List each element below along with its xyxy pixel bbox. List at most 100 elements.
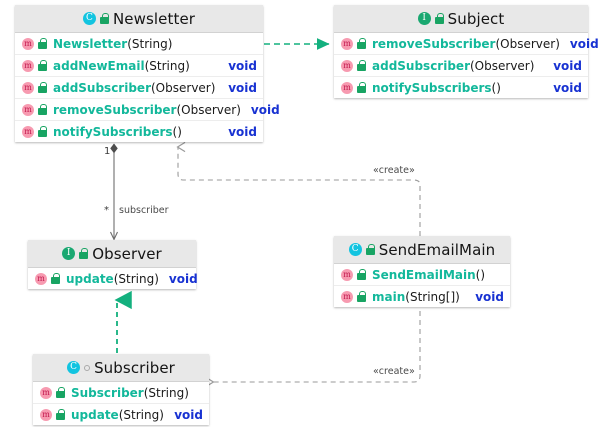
member-list-subscriber: m Subscriber (String) m update (String) … [33, 382, 209, 425]
member-type: void [228, 80, 257, 95]
member-type: void [569, 36, 599, 51]
create-label-newsletter: «create» [373, 165, 415, 176]
method-icon: m [341, 290, 353, 303]
method-icon: m [341, 59, 353, 72]
member-params: () [491, 80, 501, 95]
class-box-newsletter[interactable]: C Newsletter m Newsletter (String) m add… [15, 5, 280, 142]
method-icon: m [22, 37, 34, 50]
member-row[interactable]: m SendEmailMain () [334, 264, 510, 286]
member-type: void [174, 407, 203, 422]
member-row[interactable]: m Subscriber (String) [33, 382, 209, 404]
member-params: (Observer) [470, 58, 535, 73]
member-params: () [475, 267, 486, 282]
member-list-sendemailmain: m SendEmailMain () m main (String[]) voi… [334, 264, 510, 307]
member-params: (String[]) [405, 289, 460, 304]
class-title: Subscriber [94, 358, 175, 377]
lock-icon [357, 291, 366, 302]
member-name: Subscriber [71, 385, 144, 400]
member-name: notifySubscribers [372, 80, 492, 95]
member-type: void [228, 124, 257, 139]
method-icon: m [40, 386, 52, 399]
lock-icon [357, 38, 366, 49]
class-box-sendemailmain[interactable]: C SendEmailMain m SendEmailMain () m mai… [334, 236, 510, 307]
class-header-subject: I Subject [334, 5, 588, 33]
lock-icon [38, 60, 47, 71]
member-params: (String) [144, 58, 190, 73]
class-icon: C [348, 243, 362, 256]
class-header-sendemailmain: C SendEmailMain [334, 236, 510, 264]
member-params: () [172, 124, 182, 139]
lock-icon [434, 13, 444, 24]
class-icon: C [82, 12, 96, 25]
lock-icon [357, 60, 366, 71]
lock-icon [38, 38, 47, 49]
class-title: SendEmailMain [378, 240, 496, 259]
lock-icon [51, 273, 60, 284]
member-row[interactable]: m addSubscriber (Observer) void [334, 55, 588, 77]
member-row[interactable]: m addSubscriber (Observer) void [15, 77, 263, 99]
member-name: Newsletter [53, 36, 128, 51]
aggregation-role-label: subscriber [119, 205, 169, 216]
class-title: Subject [447, 9, 505, 28]
member-name: update [71, 407, 119, 422]
lock-icon [357, 82, 366, 93]
member-params: (String) [113, 271, 159, 286]
edge-newsletter-aggregates-observer [110, 143, 118, 241]
member-type: void [553, 80, 582, 95]
interface-icon: I [62, 247, 76, 260]
lock-icon [56, 387, 65, 398]
interface-icon: I [417, 12, 431, 25]
lock-icon [38, 104, 47, 115]
class-box-subscriber[interactable]: C Subscriber m Subscriber (String) m upd… [33, 354, 209, 425]
member-type: void [228, 58, 257, 73]
member-row[interactable]: m update (String) void [28, 268, 198, 289]
member-params: (String) [143, 385, 189, 400]
method-icon: m [22, 125, 34, 138]
create-label-subscriber: «create» [373, 366, 415, 377]
method-icon: m [22, 59, 34, 72]
method-icon: m [40, 408, 52, 421]
member-row[interactable]: m addNewEmail (String) void [15, 55, 263, 77]
member-name: SendEmailMain [372, 267, 476, 282]
member-name: addNewEmail [53, 58, 145, 73]
aggregation-source-multiplicity: 1 [104, 146, 111, 157]
class-box-observer[interactable]: I Observer m update (String) void [28, 240, 198, 289]
member-row[interactable]: m main (String[]) void [334, 286, 510, 307]
lock-icon [38, 126, 47, 137]
member-row[interactable]: m Newsletter (String) [15, 33, 263, 55]
lock-icon [357, 269, 366, 280]
method-icon: m [341, 268, 353, 281]
member-params: (Observer) [495, 36, 560, 51]
method-icon: m [22, 81, 34, 94]
class-title: Newsletter [112, 9, 196, 28]
method-icon: m [341, 81, 353, 94]
visibility-dot-icon [84, 364, 91, 371]
class-header-subscriber: C Subscriber [33, 354, 209, 382]
member-row[interactable]: m removeSubscriber (Observer) void [15, 99, 280, 121]
member-name: update [66, 271, 114, 286]
class-header-newsletter: C Newsletter [15, 5, 263, 33]
member-params: (Observer) [176, 102, 241, 117]
member-row[interactable]: m update (String) void [33, 404, 209, 425]
member-list-observer: m update (String) void [28, 268, 198, 289]
member-name: main [372, 289, 406, 304]
member-params: (String) [127, 36, 173, 51]
lock-icon [99, 13, 109, 24]
class-box-subject[interactable]: I Subject m removeSubscriber (Observer) … [334, 5, 599, 98]
member-row[interactable]: m notifySubscribers () void [334, 77, 588, 98]
class-title: Observer [92, 244, 162, 263]
member-name: addSubscriber [372, 58, 470, 73]
member-params: (Observer) [151, 80, 216, 95]
member-type: void [168, 271, 198, 286]
aggregation-target-multiplicity: * [104, 205, 109, 216]
member-type: void [250, 102, 280, 117]
member-row[interactable]: m notifySubscribers () void [15, 121, 263, 142]
member-name: notifySubscribers [53, 124, 173, 139]
member-row[interactable]: m removeSubscriber (Observer) void [334, 33, 599, 55]
member-list-subject: m removeSubscriber (Observer) void m add… [334, 33, 599, 98]
edge-sendemailmain-creates-newsletter [176, 141, 421, 236]
lock-icon [79, 248, 89, 259]
member-name: addSubscriber [53, 80, 151, 95]
class-icon: C [67, 361, 81, 374]
